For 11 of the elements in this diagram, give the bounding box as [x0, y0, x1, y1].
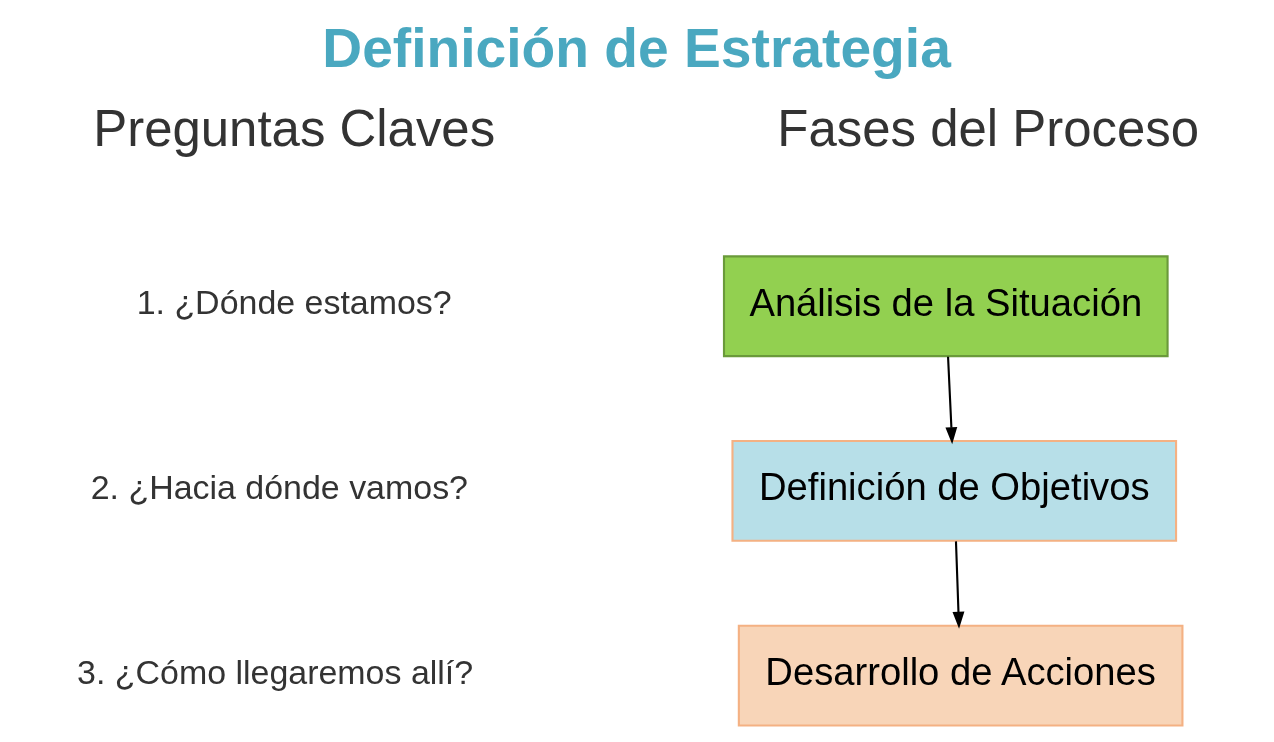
node-box: Desarrollo de Acciones [737, 624, 1183, 727]
arrow [944, 356, 957, 445]
node-box: Análisis de la Situación [722, 255, 1169, 358]
node-box: Definición de Objetivos [730, 440, 1177, 542]
diagram-title: Definición de Estrategia [321, 17, 951, 80]
label: 3. ¿Cómo llegaremos allí? [76, 652, 473, 691]
label: 2. ¿Hacia dónde vamos? [90, 467, 468, 506]
label: Preguntas Claves [92, 100, 495, 158]
label: Fases del Proceso [776, 100, 1199, 158]
arrow [952, 541, 964, 629]
label: 1. ¿Dónde estamos? [136, 283, 452, 322]
